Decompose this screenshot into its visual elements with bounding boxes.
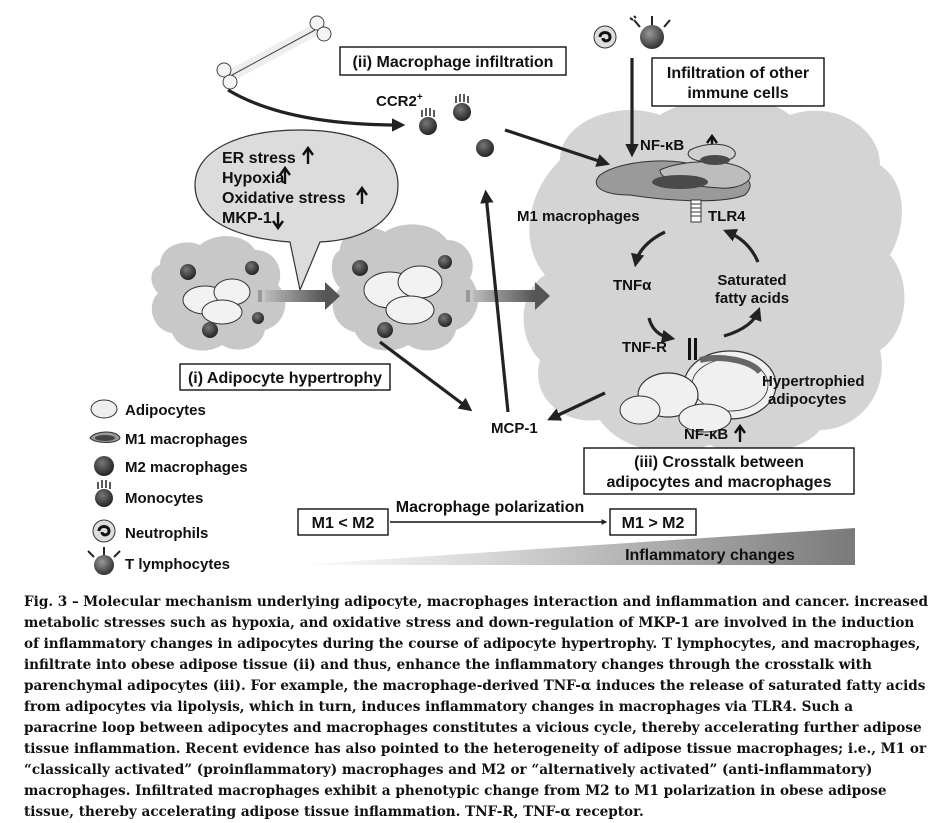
tnfa-label: TNFα [613, 277, 652, 294]
stress-hypoxia: Hypoxia [222, 170, 284, 187]
bone-icon [216, 15, 332, 90]
svg-text:M2 macrophages: M2 macrophages [125, 459, 248, 476]
inflammatory-changes-wedge: Inflammatory changes [295, 528, 855, 565]
monocytes-group [419, 94, 494, 157]
diagram-canvas: ER stress Hypoxia Oxidative stress MKP-1… [87, 15, 905, 575]
legend: Adipocytes M1 macrophages M2 macrophages… [87, 399, 248, 575]
adipocyte-hypertrophy-box: (i) Adipocyte hypertrophy [179, 363, 391, 391]
saturated-label-2: fatty acids [715, 290, 789, 307]
transition-arrow-1 [258, 282, 340, 310]
macrophage-infiltration-box: (ii) Macrophage infiltration [339, 46, 567, 76]
stress-bubble: ER stress Hypoxia Oxidative stress MKP-1 [194, 129, 399, 293]
caption-label: Fig. 3 – [24, 594, 79, 610]
svg-text:Neutrophils: Neutrophils [125, 525, 208, 542]
up-arrow-icon [356, 185, 368, 204]
m1-lt-m2-box: M1 < M2 [297, 508, 389, 536]
neutrophil-top-icon [593, 25, 617, 49]
legend-item: Adipocytes [90, 399, 206, 419]
m1-macrophages-label: M1 macrophages [517, 208, 640, 225]
cloud-to-mcp1-arrow [379, 340, 473, 412]
stress-mkp1: MKP-1 [222, 210, 272, 227]
t-lymphocyte-top-icon [629, 15, 671, 49]
hypertrophied-adipocytes [619, 350, 777, 433]
up-arrow-icon [734, 423, 746, 442]
up-arrow-icon [302, 145, 314, 164]
ccr2-label: CCR2+ [376, 92, 423, 110]
inflammatory-changes-label: Inflammatory changes [625, 547, 795, 564]
t-lymphocyte-icon [94, 555, 114, 575]
legend-item: Monocytes [95, 480, 203, 507]
hypertrophied-label-1: Hypertrophied [762, 373, 865, 390]
down-arrow-icon [272, 212, 284, 231]
crosstalk-box: (iii) Crosstalk between adipocytes and m… [583, 447, 855, 495]
infiltration-other-box: Infiltration of other immune cells [651, 57, 825, 107]
nfkb-bottom-label: NF-κB [684, 426, 728, 443]
m1-lt-m2-label: M1 < M2 [312, 515, 375, 532]
mcp1-label: MCP-1 [491, 420, 538, 437]
cycle-arrow-to-tnfa [630, 230, 666, 268]
svg-text:T lymphocytes: T lymphocytes [125, 556, 230, 573]
m1-gt-m2-box: M1 > M2 [609, 508, 697, 536]
adipocyte-icon [90, 399, 118, 419]
cycle-arrow-to-tnfr [647, 317, 676, 344]
crosstalk-line2: adipocytes and macrophages [607, 474, 832, 491]
svg-text:M1 macrophages: M1 macrophages [125, 431, 248, 448]
legend-item: Neutrophils [92, 519, 208, 543]
macrophage-infiltration-label: (ii) Macrophage infiltration [353, 54, 554, 71]
legend-item: M2 macrophages [94, 456, 248, 476]
cycle-arrow-to-fatty-acids [723, 306, 762, 338]
mcp1-to-monocytes-arrow [480, 189, 510, 413]
transition-arrow-2 [466, 282, 550, 310]
tnfr-label: TNF-R [622, 339, 667, 356]
monocyte-icon [95, 489, 113, 507]
adipocytes-to-mcp1-arrow [547, 391, 606, 421]
legend-item: T lymphocytes [87, 547, 230, 575]
adipocyte-cluster-2 [352, 255, 452, 338]
caption-text: Molecular mechanism underlying adipocyte… [24, 594, 929, 820]
stress-oxidative: Oxidative stress [222, 190, 346, 207]
legend-item: M1 macrophages [89, 431, 248, 448]
m2-macrophage-icon [94, 456, 114, 476]
tnfr-receptor-icon [688, 338, 697, 360]
infiltration-other-line2: immune cells [687, 85, 788, 102]
up-arrow-icon [279, 165, 291, 184]
nfkb-top-label: NF-κB [640, 137, 684, 154]
cycle-arrow-to-tlr4 [723, 229, 760, 263]
m1-gt-m2-label: M1 > M2 [622, 515, 685, 532]
saturated-label-1: Saturated [717, 272, 786, 289]
crosstalk-line1: (iii) Crosstalk between [634, 454, 804, 471]
hypertrophied-label-2: adipocytes [768, 391, 846, 408]
stress-er: ER stress [222, 150, 296, 167]
neutrophil-icon [92, 519, 116, 543]
bone-to-monocytes-arrow [227, 88, 406, 132]
adipocyte-cluster-1 [180, 261, 264, 338]
adipocyte-hypertrophy-label: (i) Adipocyte hypertrophy [188, 370, 382, 387]
tlr4-label: TLR4 [708, 208, 746, 225]
svg-text:Adipocytes: Adipocytes [125, 402, 206, 419]
svg-text:Monocytes: Monocytes [125, 490, 203, 507]
infiltration-other-line1: Infiltration of other [667, 65, 809, 82]
monocytes-to-cloud-arrow [504, 128, 611, 167]
tlr4-receptor-icon [690, 199, 702, 223]
figure-diagram: ER stress Hypoxia Oxidative stress MKP-1… [87, 15, 905, 575]
figure-caption: Fig. 3 – Molecular mechanism underlying … [24, 592, 930, 823]
m1-macrophage-cluster [595, 143, 751, 202]
macrophage-polarization-label: Macrophage polarization [396, 499, 584, 516]
